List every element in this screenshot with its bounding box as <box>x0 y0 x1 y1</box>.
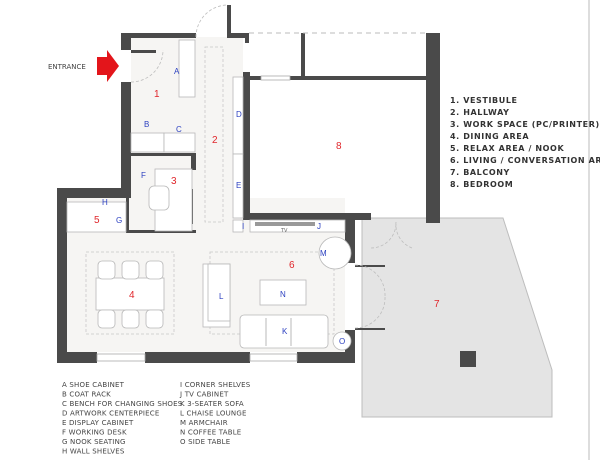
legend-room-8: 8. BEDROOM <box>450 180 513 189</box>
room-3-number: 3 <box>171 176 177 187</box>
display-cabinet-e <box>232 153 244 219</box>
letter-j: J <box>317 222 321 231</box>
letter-k: K <box>282 327 288 336</box>
windows <box>96 75 298 362</box>
legend-furniture-i: I CORNER SHELVES <box>180 381 251 389</box>
legend-furniture-h: H WALL SHELVES <box>62 448 125 456</box>
furniture-letters: A B C D E F G H I J K L M N O TV <box>102 67 345 346</box>
room-7-number: 7 <box>434 299 440 310</box>
legend-furniture-c: C BENCH FOR CHANGING SHOES <box>62 400 183 408</box>
legend-furniture-n: N COFFEE TABLE <box>180 429 241 437</box>
room-4-number: 4 <box>129 290 135 301</box>
entrance-arrow-icon <box>97 50 119 82</box>
shoe-cabinet <box>178 39 196 98</box>
door-swings <box>130 4 413 329</box>
room-1-number: 1 <box>154 89 160 100</box>
legend-furniture-b: B COAT RACK <box>62 391 111 399</box>
legend-furniture-o: O SIDE TABLE <box>180 438 230 446</box>
legend-room-2: 2. HALLWAY <box>450 108 510 117</box>
legend-furniture-a: A SHOE CABINET <box>62 381 125 389</box>
tv <box>255 222 315 226</box>
letter-l: L <box>219 292 224 301</box>
legend-furniture-d: D ARTWORK CENTERPIECE <box>62 410 159 418</box>
letter-n: N <box>280 290 286 299</box>
walls <box>57 5 440 363</box>
tv-label: TV <box>280 228 288 234</box>
corner-shelves <box>232 219 244 233</box>
legend-furniture-f: F WORKING DESK <box>62 429 127 437</box>
balcony-column <box>460 351 476 367</box>
letter-e: E <box>236 181 241 190</box>
letter-d: D <box>236 110 242 119</box>
legend-furniture-m: M ARMCHAIR <box>180 419 228 427</box>
legend-room-5: 5. RELAX AREA / NOOK <box>450 144 564 153</box>
letter-i: I <box>242 222 244 231</box>
room-8-number: 8 <box>336 141 342 152</box>
legend-furniture-j: J TV CABINET <box>179 391 229 399</box>
furniture <box>66 39 352 351</box>
room-6-number: 6 <box>289 260 295 271</box>
artwork-centerpiece <box>204 46 224 223</box>
letter-c: C <box>176 125 182 134</box>
legend-furniture-l: L CHAISE LOUNGE <box>180 410 247 418</box>
bench <box>163 132 196 153</box>
room-numbers: 1 2 3 4 5 6 7 8 <box>94 89 440 310</box>
room-2-number: 2 <box>212 135 218 146</box>
legend-room-3: 3. WORK SPACE (PC/PRINTER) <box>450 120 600 129</box>
legend-room-1: 1. VESTIBULE <box>450 96 518 105</box>
legend-furniture-e: E DISPLAY CABINET <box>62 419 134 427</box>
rooms-legend: 1. VESTIBULE 2. HALLWAY 3. WORK SPACE (P… <box>450 96 600 189</box>
letter-a: A <box>174 67 180 76</box>
nook-seating <box>66 201 127 233</box>
coat-rack <box>130 132 165 153</box>
legend-room-4: 4. DINING AREA <box>450 132 529 141</box>
legend-room-6: 6. LIVING / CONVERSATION AREA <box>450 156 600 165</box>
letter-h: H <box>102 198 108 207</box>
sofa <box>239 314 329 349</box>
letter-b: B <box>144 120 149 129</box>
entrance-label: ENTRANCE <box>48 63 86 71</box>
side-table <box>332 331 352 351</box>
dining-chairs <box>97 260 164 329</box>
letter-f: F <box>141 171 146 180</box>
furniture-legend: A SHOE CABINET B COAT RACK C BENCH FOR C… <box>62 381 251 456</box>
office-chair <box>148 185 170 211</box>
armchair <box>318 236 352 270</box>
room-5-number: 5 <box>94 215 100 226</box>
legend-furniture-k: K 3-SEATER SOFA <box>180 400 244 408</box>
letter-o: O <box>339 337 345 346</box>
letter-g: G <box>116 216 122 225</box>
balcony-floor <box>361 217 553 418</box>
coffee-table <box>259 279 307 306</box>
legend-room-7: 7. BALCONY <box>450 168 510 177</box>
letter-m: M <box>320 249 327 258</box>
legend-furniture-g: G NOOK SEATING <box>62 438 126 446</box>
dining-table <box>95 277 165 311</box>
